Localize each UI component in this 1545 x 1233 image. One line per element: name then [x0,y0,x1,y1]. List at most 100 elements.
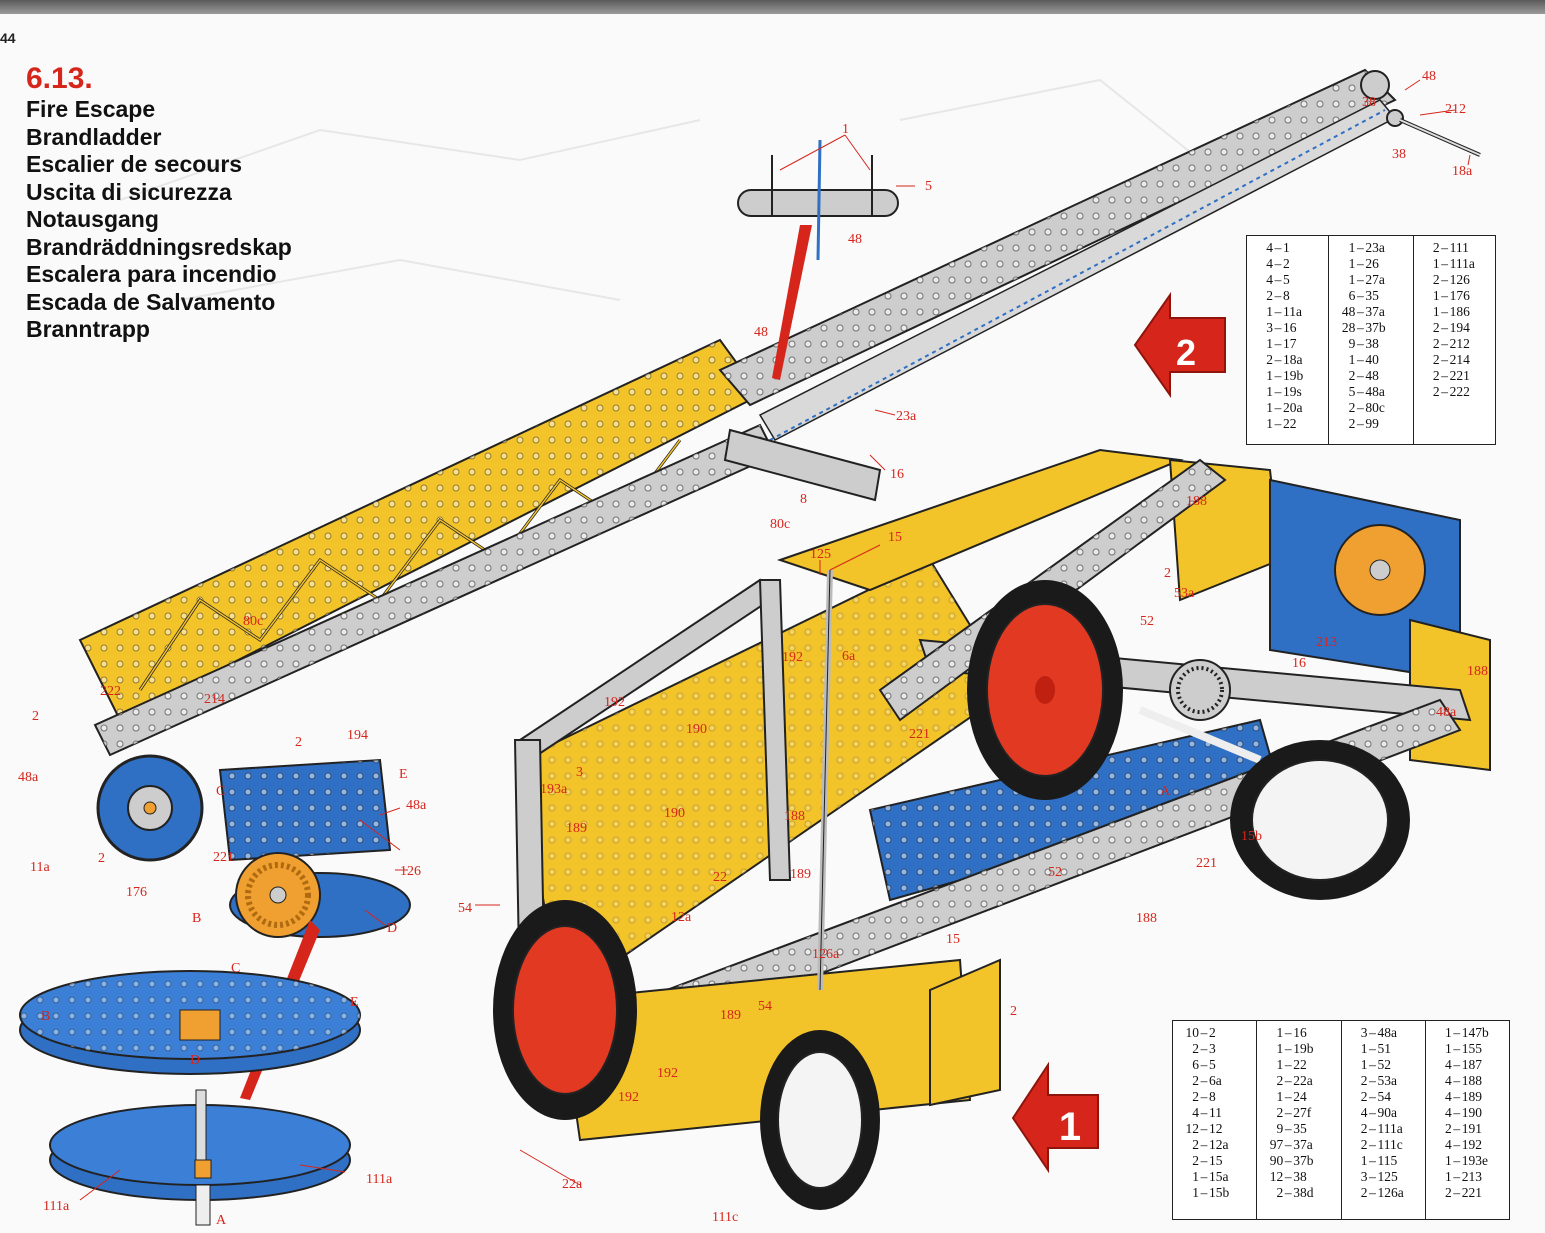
parts-row: 2–111c [1346,1137,1421,1153]
parts-row: 1–193e [1430,1153,1505,1169]
part-number: 48a [1377,1025,1398,1040]
part-quantity: 2 [1348,416,1356,431]
part-number: 16 [1293,1025,1307,1040]
dash: – [1200,1025,1208,1040]
part-number: 51 [1377,1041,1392,1056]
callout: 189 [720,1008,741,1023]
axle-bracket [929,958,1001,1107]
part-number: 18a [1283,352,1303,367]
parts-row: 4–189 [1430,1089,1505,1105]
dash: – [1284,1025,1292,1040]
parts-row: 10–2 [1177,1025,1252,1041]
part-quantity: 2 [1360,1073,1368,1088]
part-quantity: 2 [1192,1073,1199,1088]
part-quantity: 3 [1360,1169,1368,1184]
step-2-arrow: 2 [1133,291,1226,399]
title-line-nl: Brandladder [26,123,162,150]
dash: – [1284,1105,1292,1120]
part-number: 194 [1449,320,1470,335]
dash: – [1369,1073,1376,1088]
part-number: 111a [1377,1121,1403,1136]
part-quantity: 4 [1445,1089,1452,1104]
part-number: 48 [1365,368,1379,383]
dash: – [1274,368,1282,383]
part-quantity: 2 [1432,384,1440,399]
parts-row: 1–23a [1333,240,1408,256]
callout: 2 [32,709,39,724]
part-number: 38 [1293,1169,1307,1184]
part-quantity: 1 [1445,1169,1452,1184]
title-line-pt: Escada de Salvamento [26,288,276,315]
part-number: 193e [1461,1153,1488,1168]
parts-row: 2–48 [1333,368,1408,384]
dash: – [1356,272,1364,287]
ladder-link-strip [723,428,882,502]
dash: – [1453,1169,1461,1184]
callout: 2 [1010,1004,1017,1019]
title-line-it: Uscita di sicurezza [26,178,232,205]
callout: B [192,911,201,926]
part-quantity: 1 [1266,336,1273,351]
cord-detail-inset [737,139,899,380]
part-number: 188 [1461,1073,1482,1088]
part-quantity: 1 [1348,352,1356,367]
parts-row: 2–53a [1346,1073,1421,1089]
part-number: 12a [1209,1137,1229,1152]
callout: 48a [18,770,39,785]
part-quantity: 1 [1276,1025,1284,1040]
parts-row: 1–20a [1251,400,1324,416]
dash: – [1441,288,1449,303]
parts-row: 2–111a [1346,1121,1421,1137]
parts-row: 1–19b [1251,368,1324,384]
callout: C [216,784,225,799]
part-quantity: 2 [1360,1089,1368,1104]
callout: 38 [1392,147,1406,162]
part-quantity: 2 [1348,400,1356,415]
dash: – [1200,1121,1208,1136]
callout: 15b [1241,829,1262,844]
callout: 8 [800,492,807,507]
callout: D [387,921,397,936]
parts-row: 2–212 [1418,336,1491,352]
part-quantity: 1 [1192,1169,1199,1184]
dash: – [1356,368,1364,383]
callout: 5 [925,179,932,194]
exploded-turntable [19,970,361,1226]
dash: – [1441,336,1449,351]
part-number: 222 [1449,384,1470,399]
dash: – [1453,1025,1461,1040]
callout: 80c [770,517,790,532]
callout-labels: 1 5 48 48 38 38 212 18a 48 23a 16 8 80c … [18,69,1488,1228]
parts-row: 1–22 [1251,416,1324,432]
wheels [493,580,1410,1210]
parts-row: 6–35 [1333,288,1408,304]
part-quantity: 3 [1266,320,1273,335]
part-quantity: 6 [1348,288,1356,303]
part-quantity: 1 [1266,384,1273,399]
dash: – [1274,320,1282,335]
part-number: 37a [1293,1137,1313,1152]
parts-row: 4–5 [1251,272,1324,288]
dash: – [1274,304,1282,319]
part-number: 20a [1283,400,1303,415]
part-number: 11a [1283,304,1302,319]
dash: – [1284,1137,1292,1152]
part-quantity: 4 [1445,1073,1452,1088]
dash: – [1441,256,1449,271]
parts-row: 90–37b [1261,1153,1336,1169]
part-number: 111a [1449,256,1475,271]
parts-row: 1–24 [1261,1089,1336,1105]
part-number: 22 [1293,1057,1307,1072]
callout: 11a [30,860,50,875]
parts-row: 2–8 [1251,288,1324,304]
part-number: 37a [1365,304,1385,319]
dash: – [1284,1057,1292,1072]
dash: – [1274,416,1282,431]
callout: 2 [295,735,302,750]
callout: 111a [43,1199,70,1214]
part-quantity: 28 [1341,320,1356,335]
part-number: 221 [1461,1185,1482,1200]
part-quantity: 1 [1360,1057,1368,1072]
